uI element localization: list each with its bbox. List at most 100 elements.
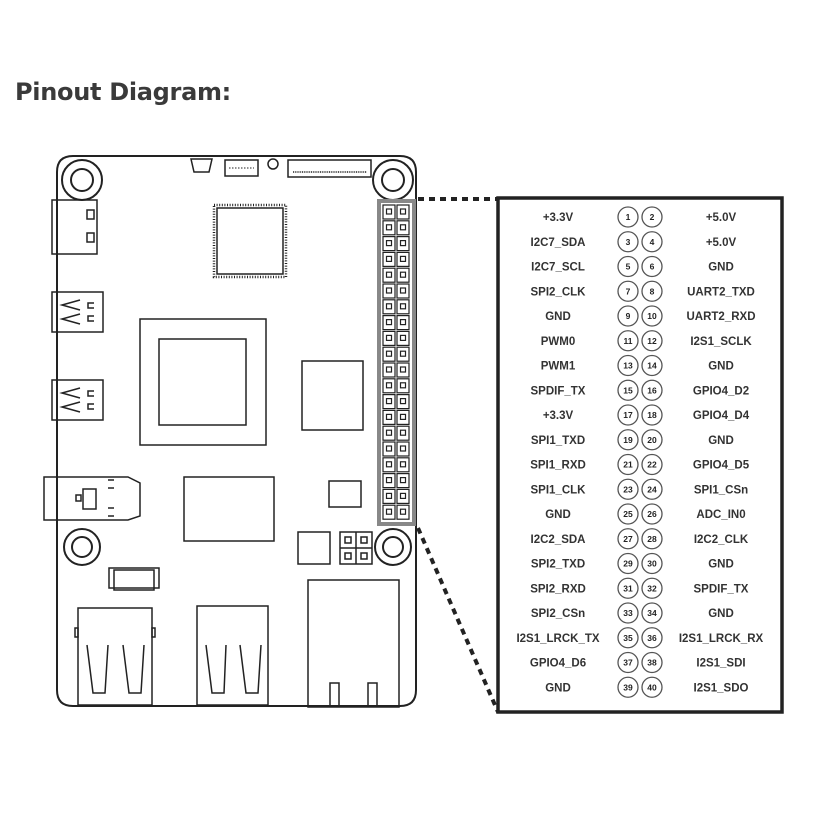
pin-circle — [617, 676, 639, 698]
pin-circle — [617, 280, 639, 302]
small-chip-2 — [297, 531, 331, 565]
pinout-table-frame — [496, 196, 784, 714]
pin-circle — [641, 528, 663, 550]
pin-circle — [617, 453, 639, 476]
pin-label-right: I2S1_SCLK — [690, 336, 752, 348]
header-pin — [382, 409, 396, 425]
pin-number: 22 — [647, 460, 657, 470]
pin-circle — [641, 354, 663, 377]
pin-circle — [617, 577, 639, 599]
emmc-chip — [183, 476, 275, 542]
header-pin — [396, 378, 410, 394]
pin-circle — [641, 453, 663, 476]
pin-number: 33 — [623, 608, 633, 618]
pin-number: 14 — [647, 361, 657, 371]
board-outline — [56, 155, 417, 707]
pin-label-right: GND — [708, 262, 734, 274]
pin-number: 3 — [626, 237, 631, 247]
fpc-connector — [287, 159, 372, 178]
pin-label-right: GND — [708, 361, 734, 373]
pin-label-left: GND — [545, 682, 571, 694]
header-pin — [382, 330, 396, 346]
header-pin — [396, 315, 410, 331]
pin-number: 18 — [647, 410, 657, 420]
pin-number: 17 — [623, 410, 633, 420]
pin-number: 30 — [647, 559, 657, 569]
header-pin — [382, 236, 396, 252]
pin-circle — [617, 503, 639, 525]
micro-usb-connector — [190, 158, 213, 173]
debug-connector — [224, 159, 259, 177]
pin-circle — [641, 627, 663, 649]
pin-circle — [641, 478, 663, 500]
header-pin — [396, 299, 410, 315]
fan-header — [339, 531, 373, 565]
pin-circle — [617, 231, 639, 253]
pin-circle — [641, 577, 663, 599]
pin-label-right: GND — [708, 435, 734, 447]
pin-label-left: I2S1_LRCK_TX — [516, 633, 599, 645]
pin-number: 32 — [647, 583, 657, 593]
pin-number: 27 — [623, 534, 633, 544]
header-pin — [382, 346, 396, 362]
header-pin — [396, 220, 410, 236]
pin-circle — [641, 676, 663, 698]
header-pin — [382, 251, 396, 267]
pin-number: 28 — [647, 534, 657, 544]
pin-label-left: GPIO4_D6 — [530, 658, 586, 670]
pin-number: 34 — [647, 608, 657, 618]
header-pin — [396, 236, 410, 252]
pin-circle — [641, 280, 663, 302]
pin-circle — [641, 231, 663, 253]
pin-circle — [641, 503, 663, 525]
header-pin — [382, 441, 396, 457]
pin-circle — [617, 651, 639, 674]
pin-circle — [617, 354, 639, 377]
ethernet-port — [307, 579, 400, 708]
pin-number: 2 — [650, 212, 655, 222]
gpio-header — [377, 199, 416, 526]
pin-number: 4 — [650, 237, 655, 247]
button — [108, 567, 160, 591]
pin-number: 7 — [626, 286, 631, 296]
pin-number: 37 — [623, 658, 633, 668]
pin-label-right: I2C2_CLK — [694, 534, 749, 546]
pin-number: 25 — [623, 509, 633, 519]
pin-circle — [617, 602, 639, 624]
header-pin — [382, 283, 396, 299]
pin-circle — [617, 627, 639, 649]
pin-circle — [617, 379, 639, 401]
pin-circle — [617, 305, 639, 327]
pin-label-right: GPIO4_D5 — [693, 460, 750, 472]
pin-number: 1 — [626, 212, 631, 222]
pin-label-left: +3.3V — [543, 410, 574, 422]
usb-c-port — [51, 199, 98, 255]
pin-label-right: I2S1_SDO — [694, 682, 749, 694]
pin-label-left: +3.3V — [543, 212, 574, 224]
pin-number: 6 — [650, 262, 655, 272]
pin-number: 39 — [623, 682, 633, 692]
header-pin — [396, 441, 410, 457]
pin-number: 29 — [623, 559, 633, 569]
header-pin — [396, 457, 410, 473]
pin-label-right: GPIO4_D2 — [693, 385, 749, 397]
pin-label-right: UART2_RXD — [686, 311, 755, 323]
pin-circle — [641, 206, 663, 228]
header-pin — [396, 204, 410, 220]
pin-circle — [641, 404, 663, 426]
pin-label-right: GND — [708, 608, 734, 620]
header-pin — [382, 473, 396, 489]
pin-label-right: GPIO4_D4 — [693, 410, 750, 422]
pin-number: 13 — [623, 361, 633, 371]
header-pin — [382, 488, 396, 504]
header-pin — [396, 473, 410, 489]
header-pin — [396, 394, 410, 410]
